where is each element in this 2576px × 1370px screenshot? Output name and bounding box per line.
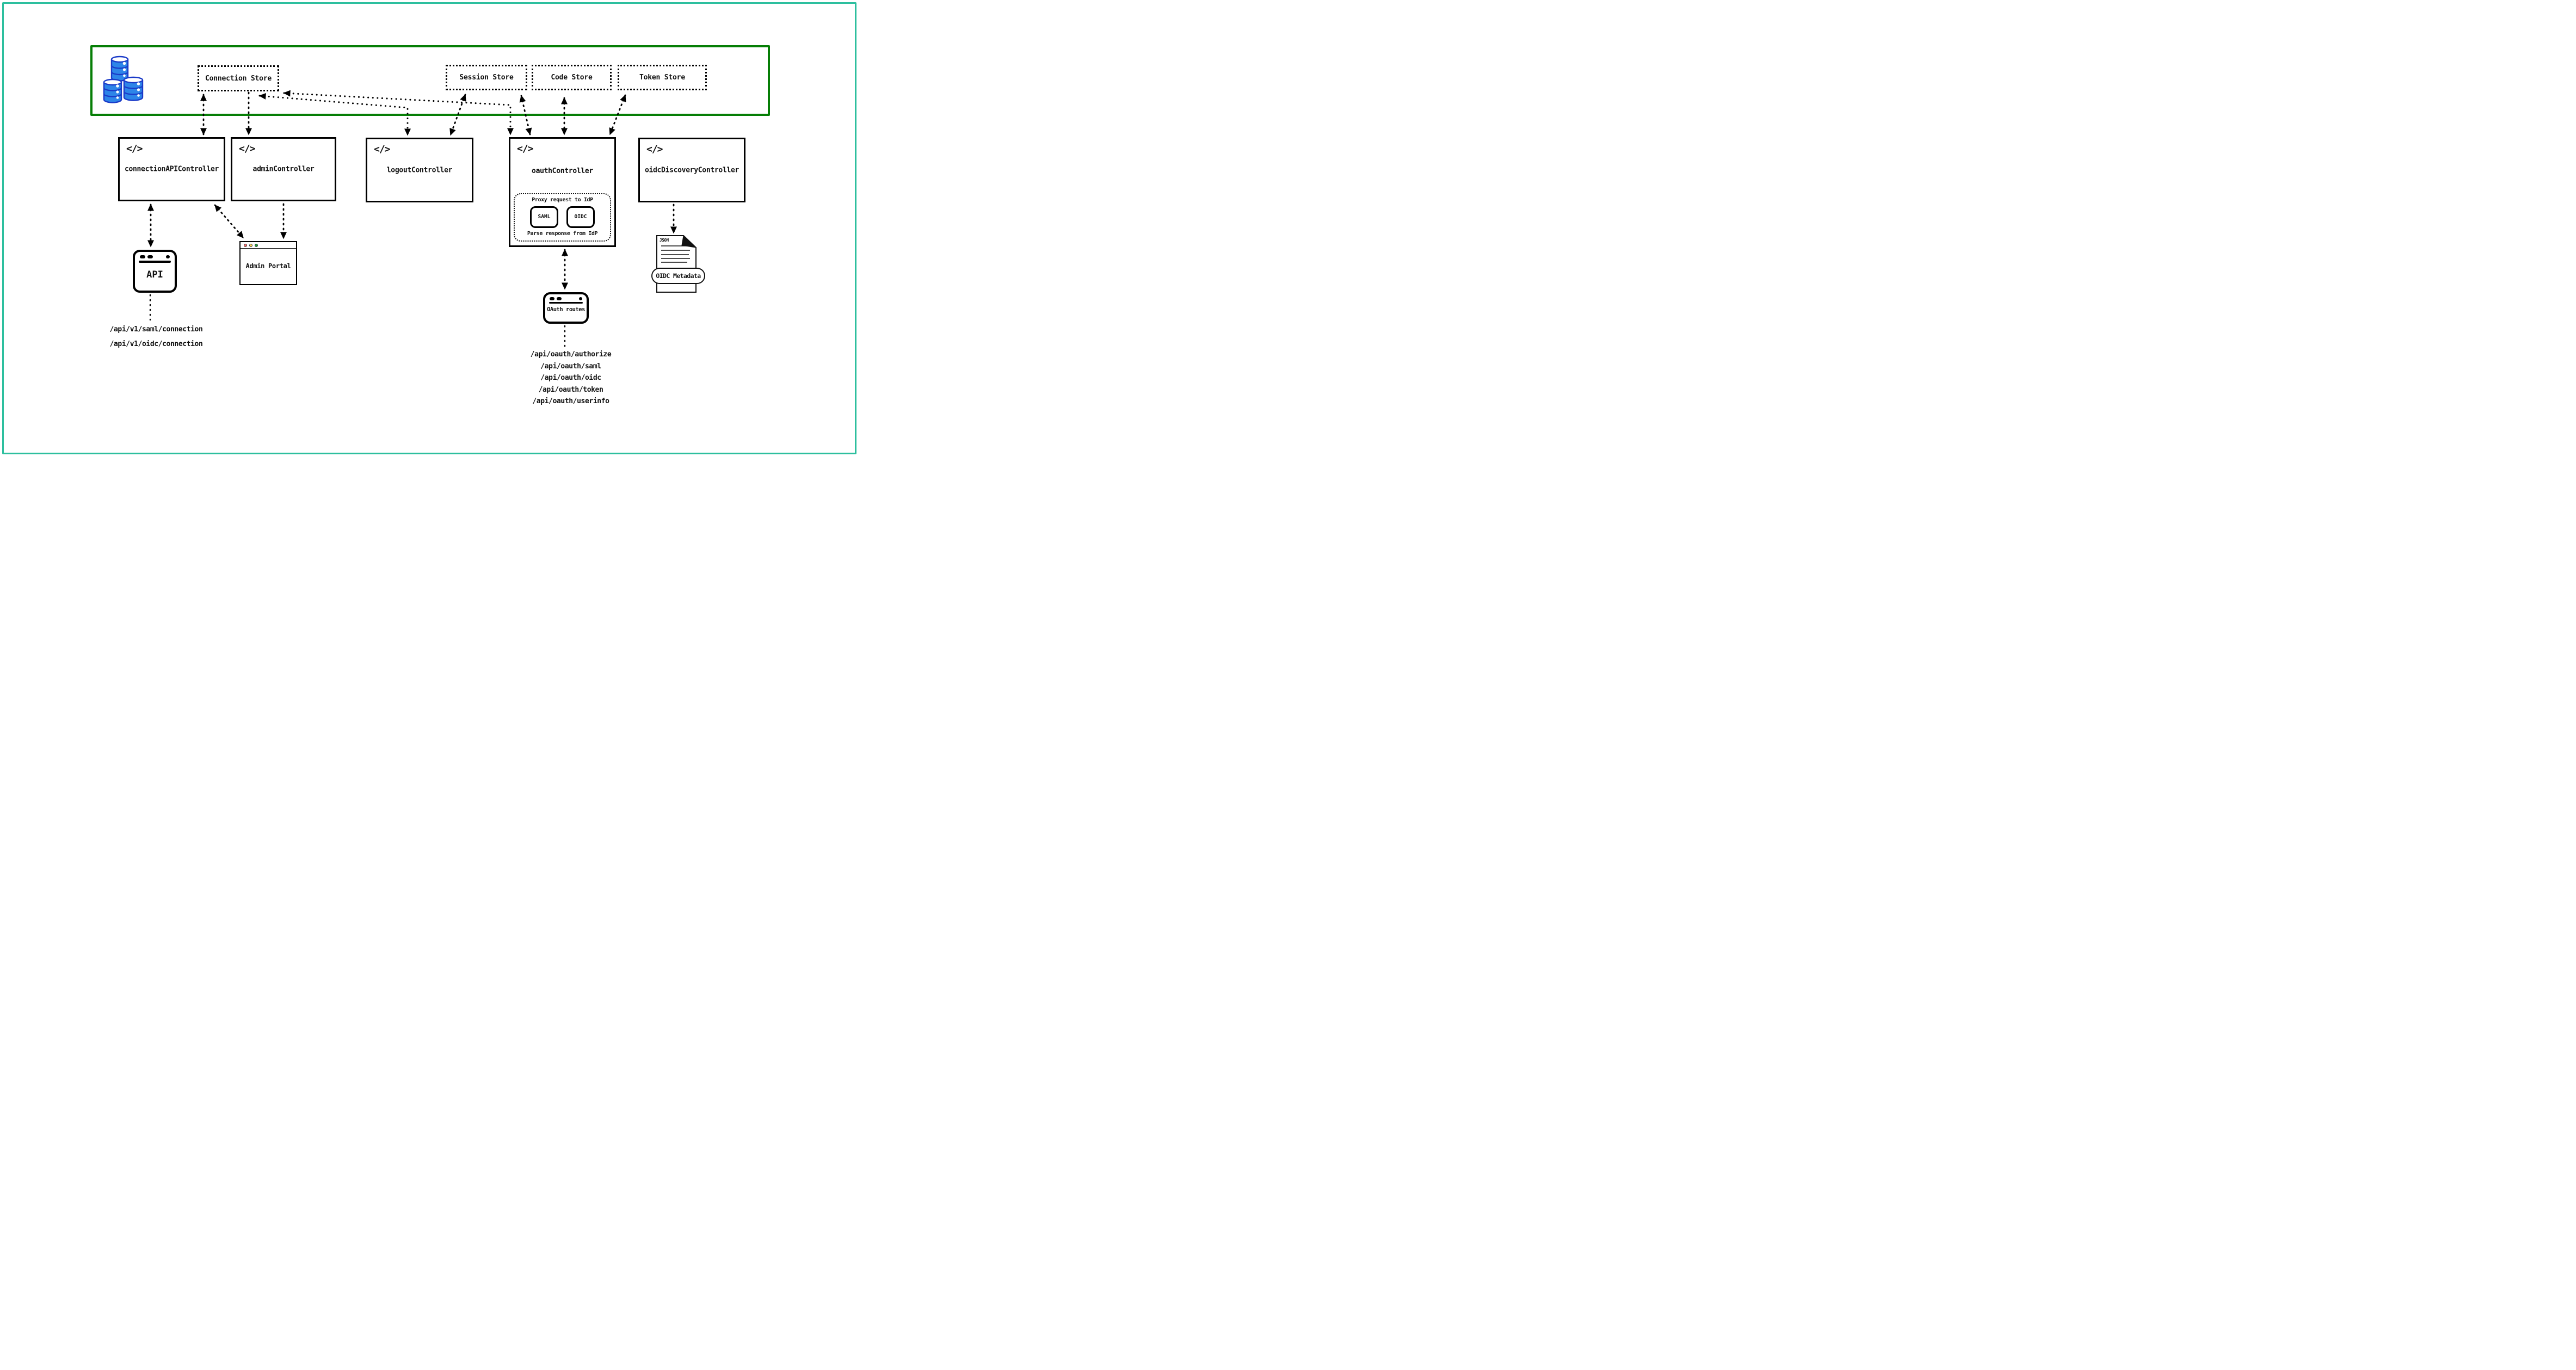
parse-response-label: Parse response from IdP	[527, 231, 598, 237]
oauth-routes-window: OAuth routes	[543, 292, 589, 324]
api-window-label: API	[146, 269, 163, 280]
window-bar-icon	[139, 261, 171, 263]
traffic-light-yellow-icon	[249, 243, 252, 247]
api-window: API	[133, 250, 177, 293]
oidc-discovery-controller-label: oidcDiscoveryController	[644, 166, 739, 174]
traffic-light-red-icon	[244, 243, 247, 247]
architecture-diagram: Connection Store Session Store Code Stor…	[0, 0, 859, 456]
api-route-list: /api/v1/saml/connection /api/v1/oidc/con…	[109, 325, 203, 348]
oidc-metadata-banner: OIDC Metadata	[651, 268, 705, 284]
proxy-request-label: Proxy request to IdP	[532, 197, 593, 203]
code-icon: </>	[126, 143, 143, 155]
window-dot-icon	[579, 297, 582, 300]
logout-controller-label: logoutController	[386, 166, 453, 174]
idp-proxy-box: Proxy request to IdP SAML OIDC Parse res…	[514, 193, 611, 242]
token-store-box: Token Store	[618, 65, 707, 90]
code-icon: </>	[239, 143, 255, 155]
code-store-box: Code Store	[532, 65, 612, 90]
code-icon: </>	[517, 143, 533, 155]
window-dot-icon	[140, 255, 145, 258]
oidc-chip-label: OIDC	[574, 214, 587, 220]
oidc-discovery-controller-box: </> oidcDiscoveryController	[638, 138, 745, 202]
code-icon: </>	[646, 144, 663, 155]
connection-api-controller-box: </> connectionAPIController	[118, 137, 225, 201]
logout-controller-box: </> logoutController	[366, 138, 473, 202]
outer-frame	[2, 2, 856, 454]
oauth-routes-window-label: OAuth routes	[547, 306, 585, 313]
oidc-chip: OIDC	[566, 206, 595, 228]
connection-store-label: Connection Store	[205, 74, 272, 83]
token-store-label: Token Store	[639, 73, 685, 82]
connection-api-controller-label: connectionAPIController	[124, 165, 219, 174]
connection-store-box: Connection Store	[198, 65, 279, 91]
browser-titlebar	[241, 242, 296, 249]
code-icon: </>	[374, 144, 390, 155]
window-dot-icon	[557, 297, 562, 300]
admin-portal-label: Admin Portal	[245, 262, 291, 270]
oauth-controller-label: oauthController	[532, 167, 593, 175]
admin-controller-box: </> adminController	[231, 137, 336, 201]
admin-portal-window: Admin Portal	[239, 241, 297, 285]
window-dot-icon	[166, 255, 170, 258]
protocol-chips: SAML OIDC	[530, 206, 595, 228]
code-store-label: Code Store	[551, 73, 593, 82]
saml-chip: SAML	[530, 206, 558, 228]
saml-chip-label: SAML	[538, 214, 551, 220]
traffic-light-green-icon	[255, 243, 258, 247]
session-store-box: Session Store	[446, 65, 527, 90]
oauth-route-list: /api/oauth/authorize /api/oauth/saml /ap…	[530, 350, 612, 405]
oauth-controller-box: </> oauthController Proxy request to IdP…	[509, 137, 616, 247]
admin-controller-label: adminController	[252, 165, 315, 174]
window-bar-icon	[549, 302, 583, 304]
window-dot-icon	[147, 255, 153, 258]
json-file-type-label: JSON	[660, 238, 669, 243]
session-store-label: Session Store	[459, 73, 514, 82]
oidc-metadata-label: OIDC Metadata	[656, 272, 701, 280]
window-dot-icon	[550, 297, 554, 300]
